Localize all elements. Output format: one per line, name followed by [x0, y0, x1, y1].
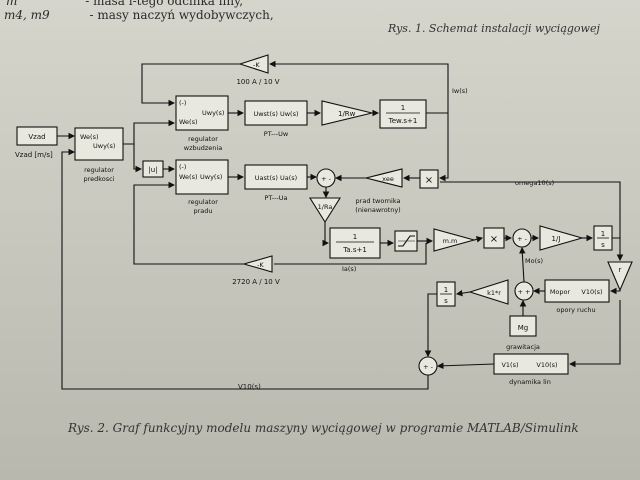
opory-label: opory ruchu: [556, 306, 595, 314]
mm-gain-text: m.m: [443, 237, 458, 245]
mo-signal-label: Mo(s): [525, 257, 543, 265]
rw-gain-block: [321, 100, 373, 126]
legend-text-1: - masa i-tego odcinka liny,: [85, 0, 244, 8]
mopor-v10-text: V10(s): [581, 288, 602, 296]
v10-bottom-label: V10(s): [238, 383, 261, 391]
invj-gain-text: 1/J: [552, 235, 561, 243]
invj-gain-block: [539, 225, 585, 251]
xee-gain-text: xee: [382, 175, 394, 183]
gain-2720-label: 2720 A / 10 V: [232, 278, 280, 286]
dyn-out-text: V10(s): [536, 361, 557, 369]
exc-reg-label1: regulator: [188, 135, 218, 143]
gain-100-label: 100 A / 10 V: [236, 78, 279, 86]
sum-voltage-signs: + -: [321, 175, 332, 183]
legend-symbol-1: m: [6, 0, 18, 8]
speed-reg-label2: predkosci: [83, 175, 114, 183]
int2-num: 1: [444, 286, 448, 294]
gain-2720-block: [241, 255, 273, 273]
mg-text: Mg: [518, 324, 528, 332]
figure-caption-top: Rys. 1. Schemat instalacji wyciągowej: [388, 22, 600, 35]
tew-den: Tew.s+1: [388, 117, 418, 125]
prad-label1: prad twornika: [356, 197, 401, 205]
multiply-top-sign: ×: [425, 175, 433, 186]
cur-reg-label2: pradu: [193, 207, 212, 215]
mopor-text: Mopor: [550, 288, 571, 296]
vzad-label: Vzad [m/s]: [15, 151, 53, 159]
int2-den: s: [444, 297, 448, 305]
cur-reg-uwy: Uwy(s): [200, 173, 222, 181]
integ-den: s: [601, 241, 605, 249]
r-gain-block: [607, 261, 633, 292]
k1r-gain-block: [468, 279, 509, 305]
cur-reg-minus: (-): [179, 163, 186, 171]
iw-signal-label: Iw(s): [452, 87, 468, 95]
integ-num: 1: [601, 230, 605, 238]
sum-load-signs: + +: [518, 288, 531, 296]
figure-caption-bottom: Rys. 2. Graf funkcyjny modelu maszyny wy…: [68, 421, 579, 435]
gravity-label: grawitacja: [506, 343, 540, 351]
pt-uw-label: PT---Uw: [264, 130, 289, 138]
multiply-block-top: [419, 169, 439, 189]
gain-2720-text: -K: [257, 261, 264, 269]
ia-signal-label: Ia(s): [342, 265, 356, 273]
abs-text: |u|: [148, 166, 157, 174]
sum-torque-signs: + -: [517, 235, 528, 243]
exc-reg-label2: wzbudzenia: [184, 144, 222, 152]
pt-uw-block: [244, 100, 308, 126]
legend-line-2: m4, m9 - masy naczyń wydobywczych,: [4, 8, 274, 22]
tew-transfer-block: [379, 99, 427, 129]
dyn-in-text: V1(s): [501, 361, 518, 369]
multiply-bottom-sign: ×: [490, 234, 498, 245]
ra-gain-text: 1/Ra: [318, 203, 333, 211]
sum-rope-signs: + -: [423, 363, 434, 371]
excitation-regulator-block: [175, 95, 229, 131]
cur-reg-we: We(s): [179, 173, 198, 181]
speed-reg-in1: We(s): [80, 133, 99, 141]
speed-regulator-block: [74, 127, 124, 161]
exc-reg-we: We(s): [179, 118, 198, 126]
legend-symbol-2: m4, m9: [4, 8, 50, 22]
cur-reg-label1: regulator: [188, 198, 218, 206]
pt-ua-block: [244, 164, 308, 190]
legend-text-2: - masy naczyń wydobywczych,: [89, 8, 274, 22]
rw-gain-text: 1/Rw: [338, 110, 356, 118]
gain-100-block: [238, 54, 269, 74]
prad-label2: (nienawrotny): [355, 206, 400, 214]
xee-gain-block: [365, 168, 403, 188]
vzad-source-text: Vzad: [28, 133, 45, 141]
pt-ua-text: Uast(s) Ua(s): [255, 174, 297, 182]
pt-ua-label: PT---Ua: [264, 194, 287, 202]
current-regulator-block: [175, 159, 229, 195]
ta-den: Ta.s+1: [342, 246, 367, 254]
gain-100-text: -K: [253, 61, 260, 69]
legend-line-1: m - masa i-tego odcinka liny,: [6, 0, 243, 8]
exc-reg-uwy: Uwy(s): [202, 109, 224, 117]
pt-uw-text: Uwst(s) Uw(s): [253, 110, 298, 118]
omega-signal-label: omega10(s): [515, 179, 554, 187]
dyn-label: dynamika lin: [509, 378, 551, 386]
r-gain-text: r: [619, 266, 622, 274]
k1r-gain-text: k1*r: [487, 289, 501, 297]
exc-reg-minus: (-): [179, 99, 186, 107]
mm-gain-block: [433, 228, 477, 252]
speed-reg-label1: regulator: [84, 166, 114, 174]
tew-num: 1: [401, 104, 405, 112]
speed-reg-in2: Uwy(s): [93, 142, 115, 150]
ta-num: 1: [353, 233, 357, 241]
